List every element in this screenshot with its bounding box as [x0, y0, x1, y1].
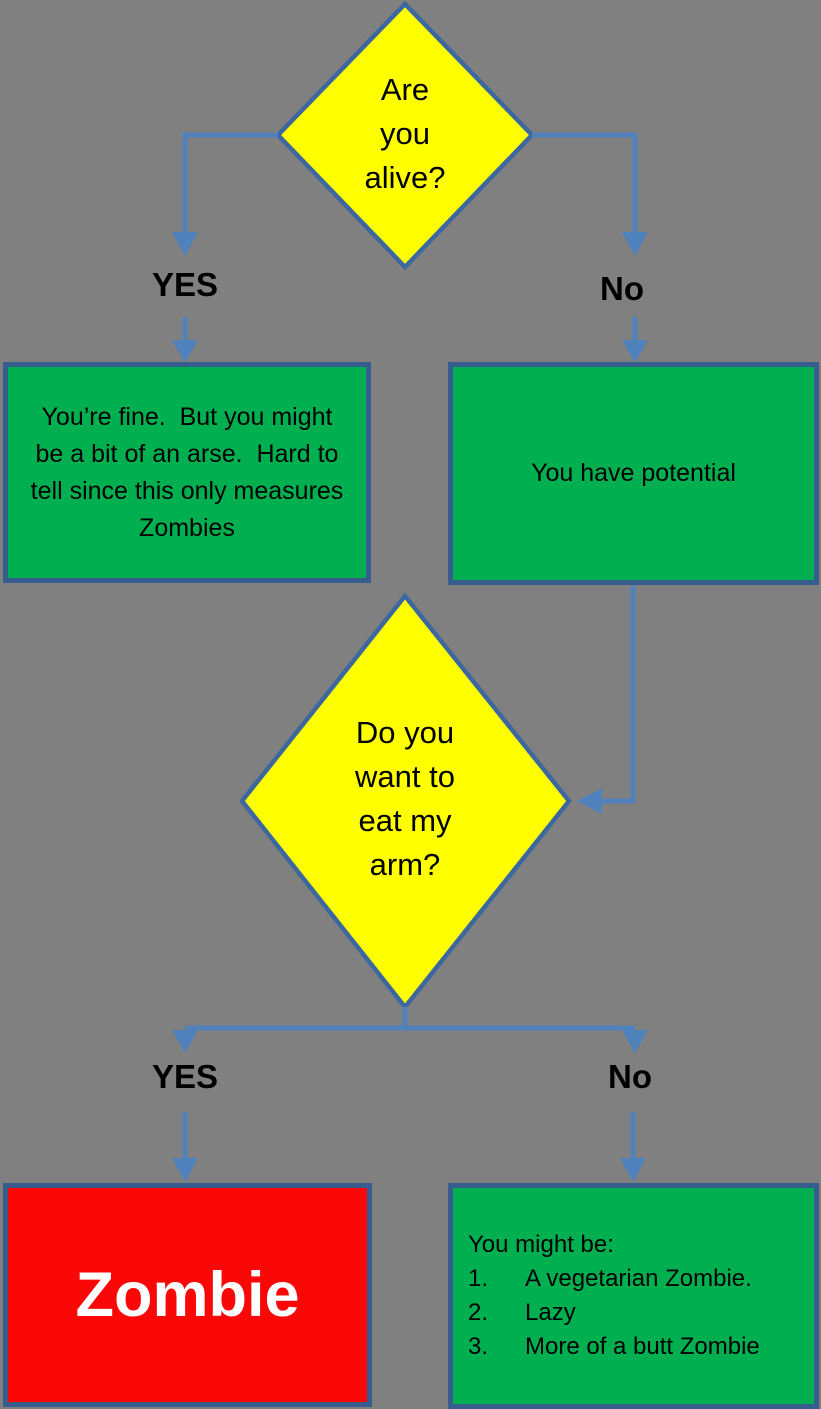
arrowhead-down-icon [172, 232, 198, 256]
list-item: 2. Lazy [468, 1296, 808, 1330]
connector-alive-yes [182, 132, 278, 233]
branch-label-eat-arm-no: No [608, 1058, 652, 1095]
connector-alive-no [532, 132, 638, 233]
arrowhead-down-icon [622, 1030, 648, 1053]
list-item-text: More of a butt Zombie [525, 1333, 760, 1360]
decision-diamond-alive [274, 0, 536, 271]
list-item: 1. A vegetarian Zombie. [468, 1262, 808, 1296]
branch-label-alive-yes: YES [151, 266, 219, 303]
list-item-number: 1. [468, 1265, 489, 1292]
branch-label-eat-arm-yes: YES [151, 1058, 219, 1095]
decision-alive-text: Are you alive? [364, 72, 446, 195]
connector-potential-to-eat-arm [602, 586, 636, 804]
arrowhead-down-icon [622, 232, 648, 256]
might-be-header: You might be: [468, 1231, 614, 1258]
outcome-zombie-text: Zombie [75, 1260, 300, 1330]
arrowhead-left-icon [577, 788, 602, 814]
list-item-number: 2. [468, 1299, 489, 1326]
arrowhead-down-icon [622, 340, 648, 363]
decision-eat-arm-text: Do you want to eat my arm? [355, 715, 455, 882]
arrowhead-down-icon [172, 1030, 198, 1053]
outcome-potential-text: You have potential [531, 459, 736, 487]
outcome-fine-text: You’re fine. But you might be a bit of a… [30, 402, 344, 542]
outcome-box-potential: You have potential [448, 362, 819, 585]
list-item-text: Lazy [525, 1299, 576, 1326]
arrowhead-down-icon [172, 1158, 198, 1182]
branch-label-alive-no: No [600, 270, 644, 307]
arrowhead-down-icon [620, 1158, 646, 1182]
outcome-box-fine: You’re fine. But you might be a bit of a… [3, 362, 371, 583]
outcome-box-might-be: You might be: 1. A vegetarian Zombie. 2.… [448, 1183, 819, 1409]
list-item-number: 3. [468, 1333, 489, 1360]
list-item-text: A vegetarian Zombie. [525, 1265, 752, 1292]
list-item: 3. More of a butt Zombie [468, 1330, 808, 1364]
arrowhead-down-icon [172, 340, 198, 363]
outcome-box-zombie: Zombie [3, 1183, 372, 1407]
